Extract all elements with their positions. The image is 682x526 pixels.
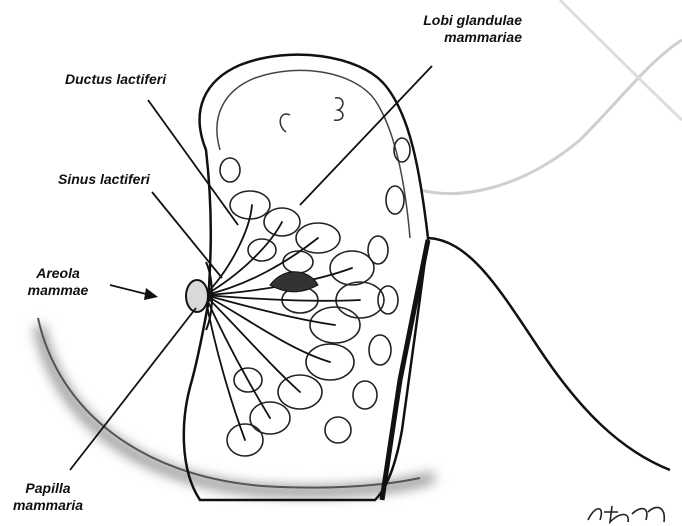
areola-arrowhead bbox=[144, 288, 158, 300]
leader-lobi bbox=[300, 66, 432, 205]
label-sinus-text: Sinus lactiferi bbox=[58, 171, 150, 187]
label-areola-line1: Areola bbox=[18, 265, 98, 282]
label-papilla-line2: mammaria bbox=[2, 497, 94, 514]
rib-vertical-line bbox=[382, 240, 428, 500]
leader-lines bbox=[70, 66, 432, 470]
label-sinus-lactiferi: Sinus lactiferi bbox=[58, 171, 150, 188]
leader-papilla bbox=[70, 308, 196, 470]
label-lobi-line2: mammariae bbox=[370, 29, 522, 46]
label-papilla-line1: Papilla bbox=[2, 480, 94, 497]
tissue-inner-outline bbox=[217, 70, 410, 238]
label-areola-mammae: Areola mammae bbox=[18, 265, 98, 299]
sinus-lactiferi-shape bbox=[270, 272, 318, 292]
leader-areola bbox=[110, 285, 150, 295]
chest-wall-line bbox=[428, 238, 670, 470]
inner-mark-1 bbox=[280, 114, 290, 132]
leader-ductus bbox=[148, 100, 238, 225]
artist-signature bbox=[588, 506, 664, 522]
label-papilla-mammaria: Papilla mammaria bbox=[2, 480, 94, 514]
label-areola-line2: mammae bbox=[18, 282, 98, 299]
chest-wall-shading-2 bbox=[560, 0, 682, 120]
label-ductus-lactiferi: Ductus lactiferi bbox=[65, 71, 166, 88]
glandular-lobules bbox=[220, 138, 410, 456]
inner-mark-2 bbox=[334, 98, 343, 120]
label-lobi-line1: Lobi glandulae bbox=[370, 12, 522, 29]
papilla-shape bbox=[186, 280, 208, 312]
chest-wall-shading bbox=[420, 40, 682, 193]
label-ductus-text: Ductus lactiferi bbox=[65, 71, 166, 87]
label-lobi-glandulae: Lobi glandulae mammariae bbox=[370, 12, 522, 46]
